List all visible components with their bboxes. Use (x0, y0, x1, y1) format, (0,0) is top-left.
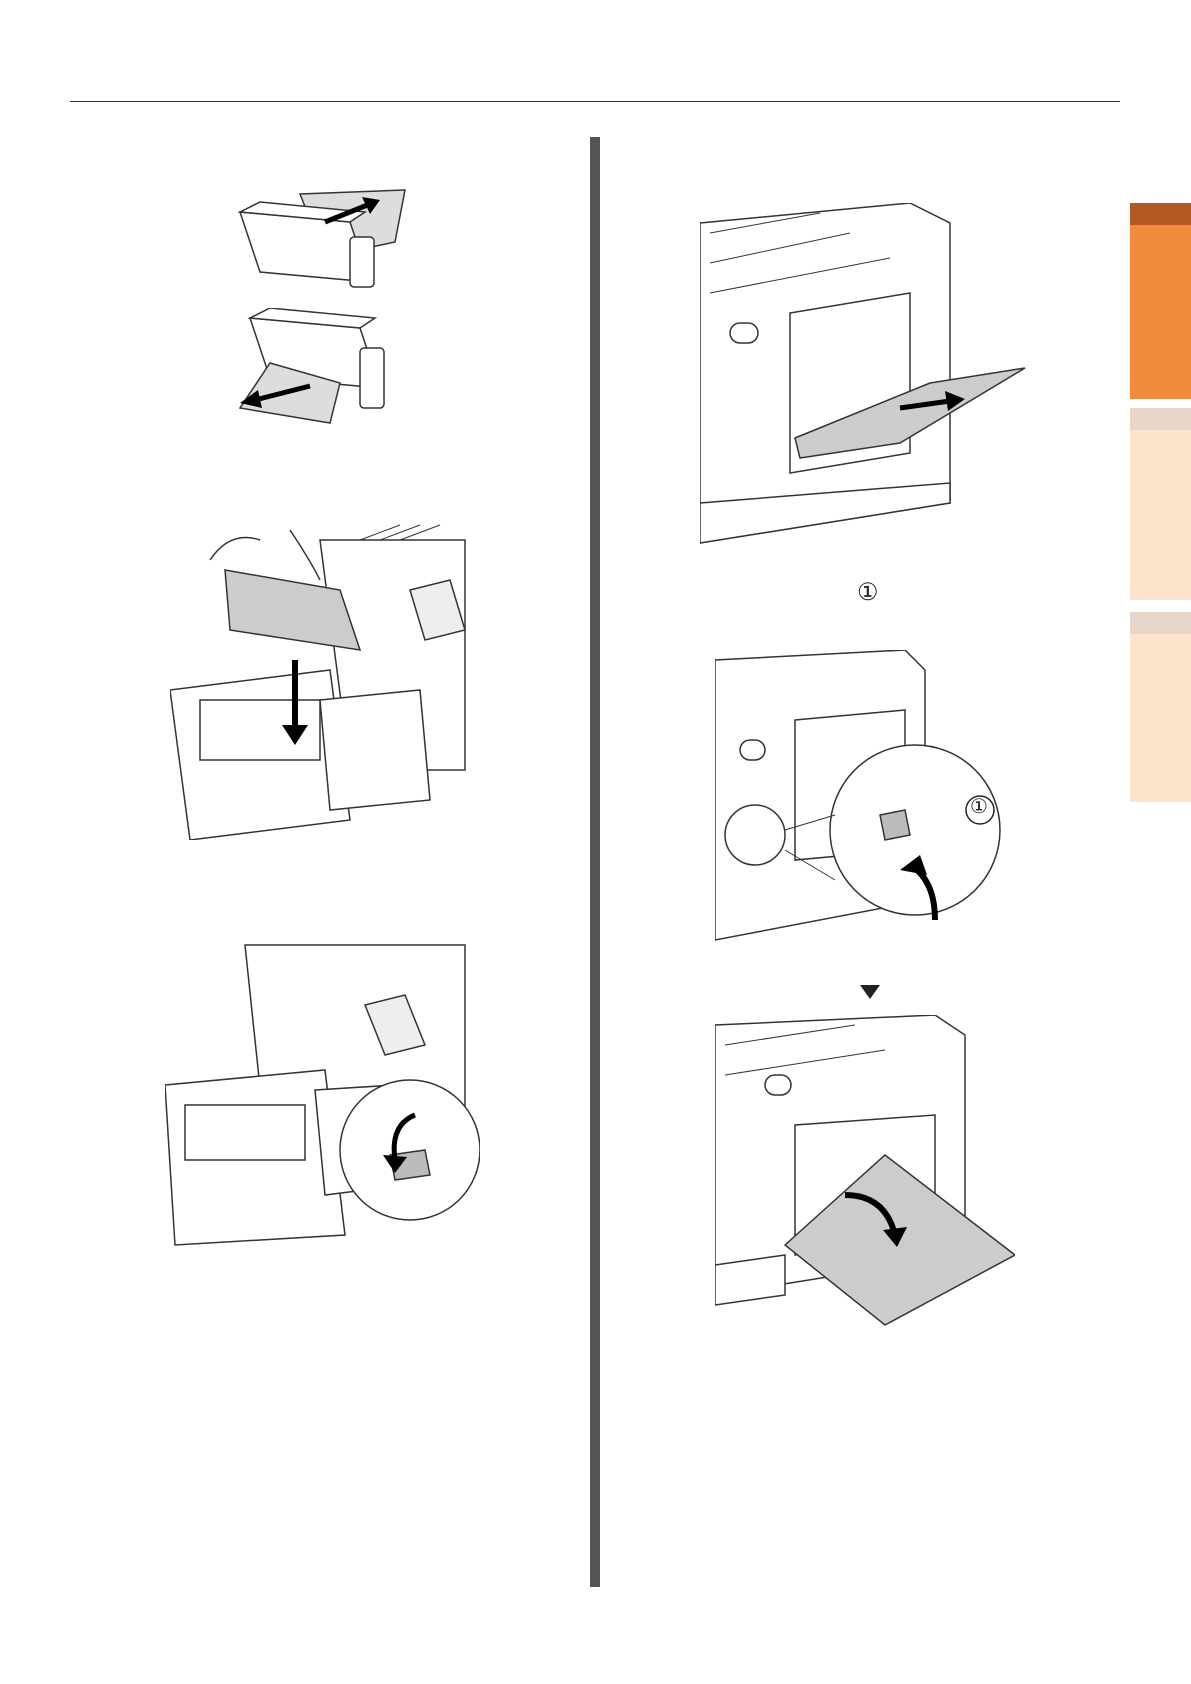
column-divider (590, 137, 600, 1587)
callout-circled-one: ① (970, 794, 988, 819)
chapter-tab-active[interactable] (1130, 203, 1191, 399)
chapter-tab-2[interactable] (1130, 408, 1191, 600)
tab-cap (1130, 612, 1191, 634)
chapter-tab-3[interactable] (1130, 612, 1191, 802)
tab-cap (1130, 203, 1191, 225)
tab-cap (1130, 408, 1191, 430)
fuser-paper-remove-figure (230, 308, 410, 433)
step-circled-one: ① (857, 578, 879, 607)
mp-tray-paper-figure (700, 203, 1030, 548)
next-step-arrow-icon (860, 985, 880, 999)
side-cover-release-figure: ① (715, 650, 1015, 950)
side-cover-open-figure (715, 1015, 1015, 1335)
fuser-lever-lock-figure (165, 935, 480, 1250)
fuser-install-figure (170, 520, 470, 840)
fuser-paper-insert-figure (230, 182, 410, 302)
header-rule (70, 101, 1120, 102)
